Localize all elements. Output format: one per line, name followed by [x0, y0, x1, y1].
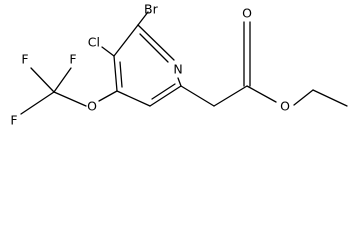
atom-label-f3: F: [69, 52, 76, 67]
atom-label-o-ester: O: [280, 99, 290, 114]
bond-c5-c6: [149, 85, 182, 107]
bond-c3-c4: [113, 55, 118, 92]
bond-c4-c5: [116, 90, 151, 107]
atom-label-n: N: [173, 62, 182, 77]
bond-c2-c3: [113, 24, 139, 57]
pyridine-ring: [113, 24, 182, 107]
bond-c4-o: [98, 90, 118, 102]
atom-label-o-ether: O: [87, 99, 97, 114]
bond-cf3-f2: [30, 67, 55, 93]
bond-carbonyl-c-o-ester: [246, 85, 277, 103]
bond-n-c2: [137, 24, 175, 61]
atom-label-f2: F: [21, 52, 28, 67]
bond-cf3-f3: [53, 67, 72, 93]
bond-c6-n: [177, 77, 182, 87]
bond-ch2-carbonyl-c: [213, 85, 248, 107]
bond-o-ethyl-ch2: [293, 89, 314, 106]
bond-n-c2-inner: [139, 33, 169, 63]
atom-label-o-carbonyl: O: [242, 6, 252, 21]
atom-label-f1: F: [10, 113, 17, 128]
bond-c5-c6-inner: [151, 83, 176, 100]
bond-c3-cl: [101, 46, 115, 57]
bond-ethyl-ch2-ch3: [312, 89, 348, 107]
chemical-structure-diagram: Br Cl N O F F F O O: [10, 2, 348, 128]
bond-c2-br: [137, 11, 149, 26]
atom-label-br: Br: [144, 2, 159, 17]
bond-o-cf3: [53, 91, 87, 107]
bond-c3-c4-inner: [119, 61, 123, 88]
bond-c6-ch2: [180, 85, 215, 107]
atom-label-cl: Cl: [88, 35, 100, 50]
bond-cf3-f1: [20, 91, 55, 115]
